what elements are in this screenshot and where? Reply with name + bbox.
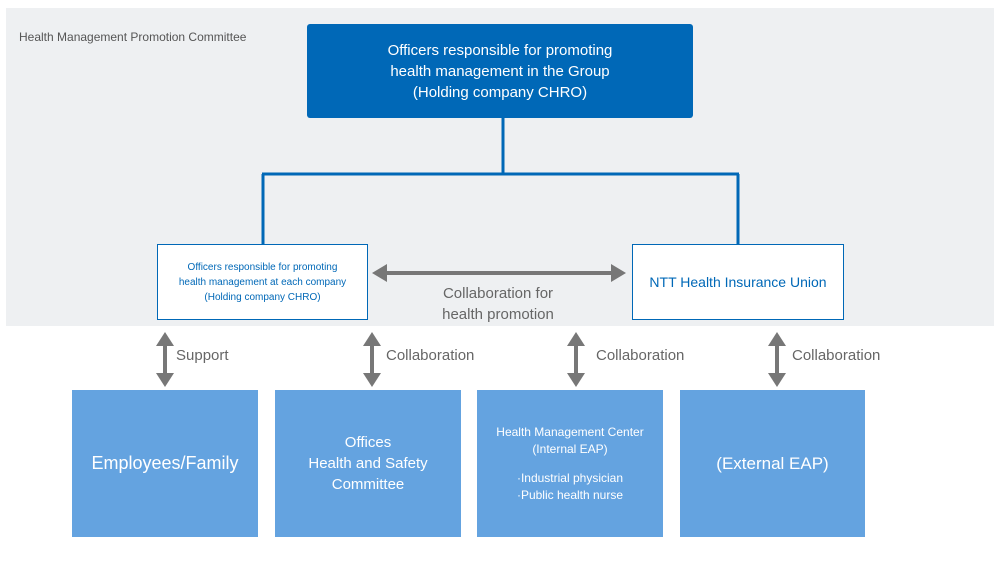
offices-line2: Health and Safety <box>308 455 428 472</box>
collaboration-for-health-label: Collaboration for health promotion <box>405 283 591 325</box>
employees-family-label: Employees/Family <box>91 453 239 473</box>
hmc-collaboration-label: Collaboration <box>596 347 685 364</box>
employees-family-box: Employees/Family <box>72 390 258 537</box>
collaboration-line2: health promotion <box>442 306 554 323</box>
hmc-line1: Health Management Center <box>496 424 644 439</box>
external-collaboration-label: Collaboration <box>792 347 881 364</box>
health-management-center-box: Health Management Center (Internal EAP) … <box>477 390 663 537</box>
support-label: Support <box>176 347 229 364</box>
company-officers-line1: Officers responsible for promoting <box>187 261 338 273</box>
hmc-staff-list: Industrial physician Public health nurse <box>517 470 623 504</box>
hmc-staff-item: Industrial physician <box>517 470 623 487</box>
group-officers-line2: health management in the Group <box>390 62 610 80</box>
hmc-line2: (Internal EAP) <box>532 441 608 456</box>
support-double-arrow <box>156 332 174 387</box>
committee-label: Health Management Promotion Committee <box>19 30 247 44</box>
offices-line1: Offices <box>344 434 392 451</box>
hmc-staff-item: Public health nurse <box>517 487 623 504</box>
group-officers-line3: (Holding company CHRO) <box>412 83 588 101</box>
offices-committee-box: Offices Health and Safety Committee <box>275 390 461 537</box>
collaboration-double-arrow <box>372 264 626 282</box>
company-officers-box: Officers responsible for promoting healt… <box>157 244 368 320</box>
company-officers-line3: (Holding company CHRO) <box>204 291 321 303</box>
external-double-arrow <box>768 332 786 387</box>
offices-double-arrow <box>363 332 381 387</box>
offices-collaboration-label: Collaboration <box>386 347 475 364</box>
health-insurance-union-label: NTT Health Insurance Union <box>649 274 827 290</box>
group-officers-line1: Officers responsible for promoting <box>387 41 613 59</box>
external-eap-box: (External EAP) <box>680 390 865 537</box>
external-eap-label: (External EAP) <box>716 453 829 473</box>
offices-line3: Committee <box>331 476 405 493</box>
group-officers-box: Officers responsible for promoting healt… <box>307 24 693 118</box>
health-insurance-union-box: NTT Health Insurance Union <box>632 244 844 320</box>
company-officers-line2: health management at each company <box>178 276 347 288</box>
collaboration-line1: Collaboration for <box>442 285 554 302</box>
hmc-double-arrow <box>567 332 585 387</box>
